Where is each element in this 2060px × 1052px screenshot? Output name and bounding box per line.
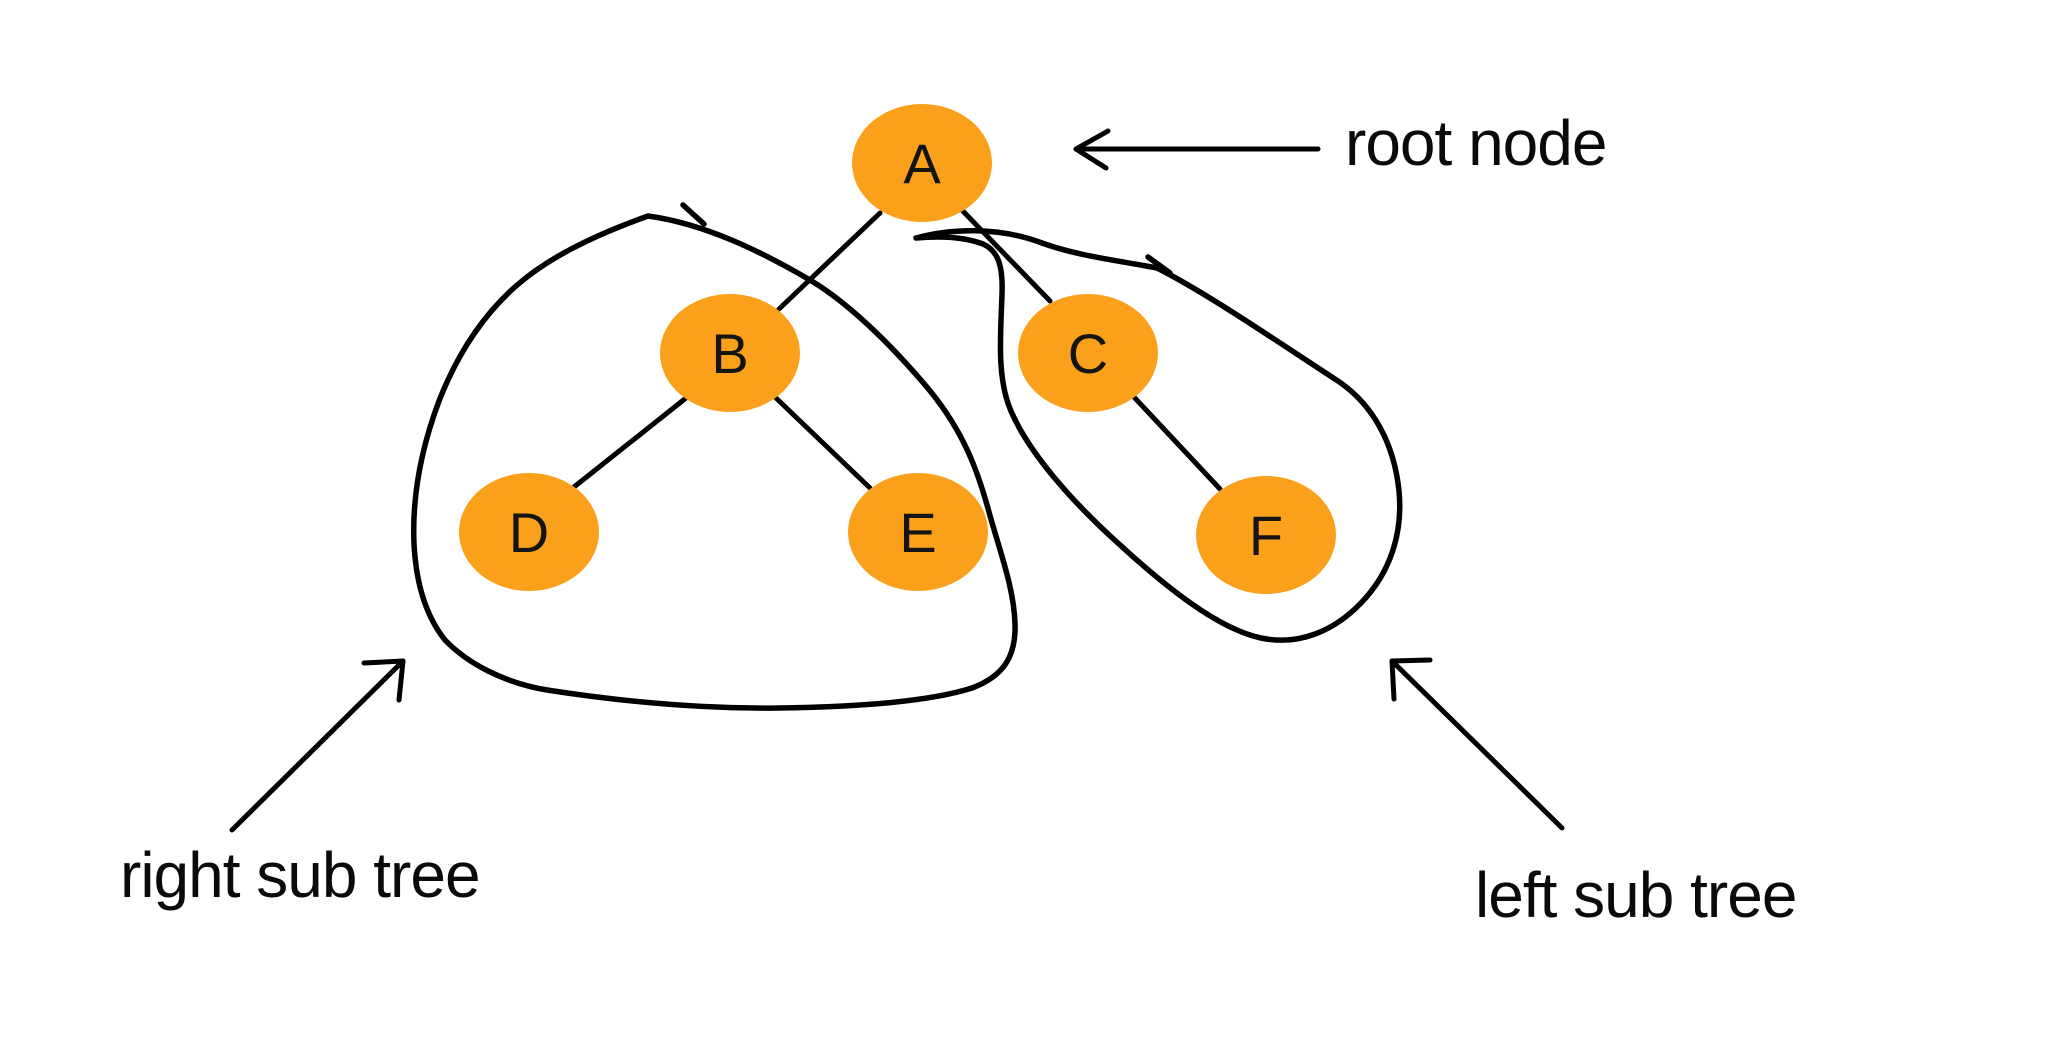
edge-a-b [776,210,883,312]
node-e-ellipse [848,473,988,591]
tree-node-e: E [848,473,988,591]
right-sub-tree-arrow-head-icon [361,658,406,703]
node-b-label: B [711,322,748,385]
root-node-arrow [1073,128,1321,171]
left-sub-tree-arrow-shaft [1389,658,1565,831]
root-arrow-head-icon [1073,128,1111,171]
node-c-label: C [1068,322,1108,385]
tree-node-b: B [660,294,800,412]
left-sub-tree-arrow-head-icon [1389,657,1433,702]
tree-node-a: A [852,104,992,222]
node-e-label: E [899,501,936,564]
node-c-ellipse [1018,294,1158,412]
node-f-ellipse [1196,476,1336,594]
left-sub-tree-annotation: left sub tree [1475,859,1796,931]
node-d-ellipse [459,473,599,591]
tree-node-c: C [1018,294,1158,412]
node-b-ellipse [660,294,800,412]
edge-c-f [1130,393,1223,492]
tree-nodes: A B C D E F [459,104,1336,594]
right-sub-tree-annotation: right sub tree [120,839,480,911]
edge-a-c [955,203,1053,304]
right-sub-tree-arrow-shaft [229,658,406,833]
right-sub-tree-outline [410,202,1018,711]
right-sub-tree-arrow [229,658,406,833]
node-d-label: D [509,501,549,564]
right-sub-tree-loop [410,213,1018,711]
tree-edges [571,203,1223,492]
tree-node-d: D [459,473,599,591]
node-f-label: F [1249,504,1283,567]
edge-b-e [773,395,873,491]
left-sub-tree-outline [913,228,1403,643]
left-sub-tree-loop [913,228,1403,643]
pen-tick-left-loop [680,202,707,227]
tree-node-f: F [1196,476,1336,594]
node-a-ellipse [852,104,992,222]
node-a-label: A [903,132,941,195]
root-node-annotation: root node [1345,107,1606,179]
pen-tick-right-loop [1145,254,1173,276]
left-sub-tree-arrow [1389,657,1565,831]
edge-b-d [571,395,689,490]
